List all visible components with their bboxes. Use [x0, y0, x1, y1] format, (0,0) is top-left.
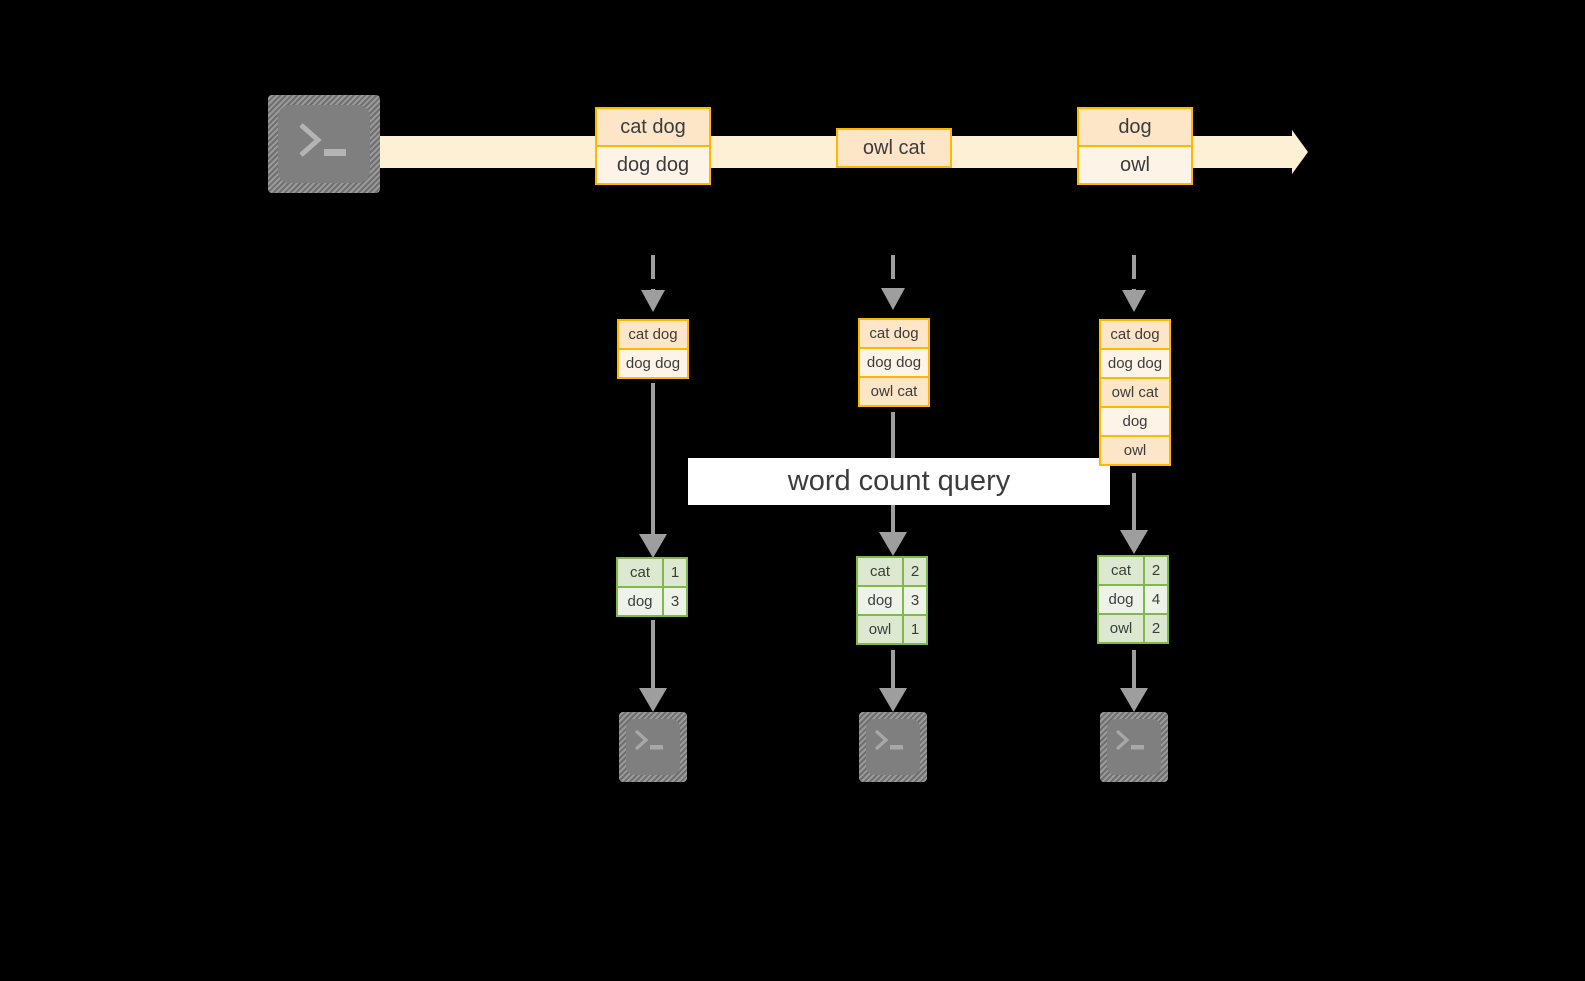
result-word: dog	[1097, 584, 1145, 615]
result-count: 1	[662, 557, 688, 588]
snapshot-3-sink-terminal[interactable]	[1100, 712, 1168, 782]
stack-row-label: owl cat	[1111, 384, 1159, 401]
banner-label: word count query	[787, 465, 1011, 497]
stack-row: dog dog	[617, 348, 689, 379]
result-count: 2	[1143, 555, 1169, 586]
stream-event-3-line-2: owl	[1077, 145, 1193, 185]
table-row: cat 2	[1097, 555, 1169, 586]
result-word: owl	[1097, 613, 1145, 644]
table-row: owl 2	[1097, 613, 1169, 644]
stack-row-label: dog dog	[866, 354, 922, 371]
result-word: dog	[856, 585, 904, 616]
stack-row-label: dog dog	[625, 355, 681, 372]
stack-row: dog dog	[1099, 348, 1171, 379]
result-count: 3	[902, 585, 928, 616]
stream-event-1-line-2: dog dog	[595, 145, 711, 185]
stack-row-label: cat dog	[869, 325, 919, 342]
stack-row: owl	[1099, 435, 1171, 466]
result-word: owl	[856, 614, 904, 645]
stack-row-label: dog dog	[1107, 355, 1163, 372]
result-word: dog	[616, 586, 664, 617]
word-count-query-banner: word count query	[688, 458, 1110, 505]
record-text: dog dog	[616, 153, 690, 176]
result-count: 4	[1143, 584, 1169, 615]
stream-event-3-line-1: dog	[1077, 107, 1193, 147]
snapshot-3-result-table: cat 2 dog 4 owl 2	[1097, 555, 1169, 644]
table-row: dog 3	[856, 585, 928, 616]
snapshot-1-input-stack: cat dog dog dog	[617, 319, 689, 379]
snapshot-1-result-table: cat 1 dog 3	[616, 557, 688, 617]
stack-row: cat dog	[858, 318, 930, 349]
stack-row: owl cat	[858, 376, 930, 407]
snapshot-2-sink-terminal[interactable]	[859, 712, 927, 782]
snapshot-1-sink-terminal[interactable]	[619, 712, 687, 782]
table-row: cat 2	[856, 556, 928, 587]
result-count: 1	[902, 614, 928, 645]
record-text: owl	[1119, 153, 1150, 176]
table-row: cat 1	[616, 557, 688, 588]
terminal-prompt-icon	[874, 729, 903, 751]
result-count: 2	[1143, 613, 1169, 644]
result-word: cat	[616, 557, 664, 588]
result-word: cat	[1097, 555, 1145, 586]
stack-row: cat dog	[617, 319, 689, 350]
result-word: cat	[856, 556, 904, 587]
terminal-prompt-icon	[634, 729, 663, 751]
snapshot-3-input-stack: cat dog dog dog owl cat dog owl	[1099, 319, 1171, 466]
source-terminal[interactable]	[268, 95, 380, 193]
table-row: owl 1	[856, 614, 928, 645]
terminal-prompt-icon	[299, 123, 346, 157]
result-count: 2	[902, 556, 928, 587]
table-row: dog 4	[1097, 584, 1169, 615]
stack-row-label: owl cat	[870, 383, 918, 400]
stack-row-label: dog	[1122, 413, 1148, 430]
snapshot-2-result-table: cat 2 dog 3 owl 1	[856, 556, 928, 645]
record-text: cat dog	[620, 115, 686, 138]
stack-row: owl cat	[1099, 377, 1171, 408]
terminal-body	[278, 105, 370, 183]
stack-row: cat dog	[1099, 319, 1171, 350]
stream-event-2-line-1: owl cat	[836, 128, 952, 168]
stack-row: dog dog	[858, 347, 930, 378]
terminal-prompt-icon	[1115, 729, 1144, 751]
record-text: dog	[1118, 115, 1152, 138]
record-text: owl cat	[862, 136, 926, 159]
stack-row: dog	[1099, 406, 1171, 437]
result-count: 3	[662, 586, 688, 617]
stack-row-label: cat dog	[628, 326, 678, 343]
snapshot-2-input-stack: cat dog dog dog owl cat	[858, 318, 930, 407]
stack-row-label: owl	[1123, 442, 1147, 459]
stack-row-label: cat dog	[1110, 326, 1160, 343]
table-row: dog 3	[616, 586, 688, 617]
